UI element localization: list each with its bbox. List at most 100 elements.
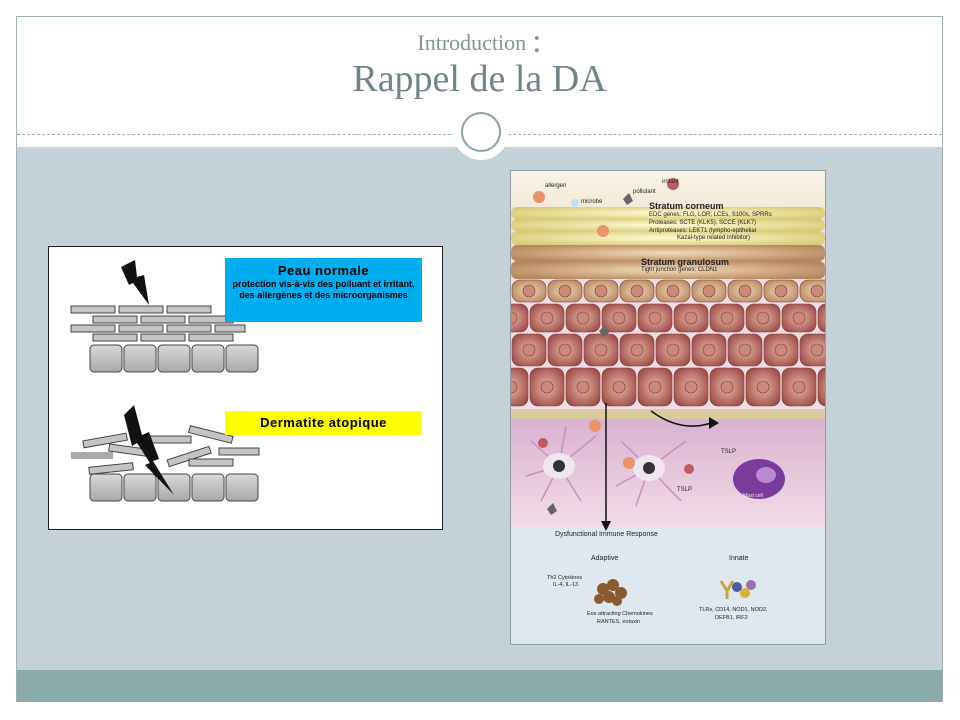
dendritic-cell-icon [525,425,597,502]
microbe-icon [571,199,579,207]
atopic-dermatitis-label: Dermatite atopique [225,411,422,435]
pollutant-icon [547,503,557,515]
label-il: IL-4, IL-13 [553,582,579,588]
eosinophil-cluster-icon [594,579,627,606]
cell-nucleus [720,380,734,394]
corneocyte [214,324,246,333]
corneocyte [118,324,164,333]
corneocyte [166,324,212,333]
label-irritant: irritant [662,179,679,185]
keratinocyte [817,367,825,407]
label-antiproteases-2: Kazal-type related inhibitor) [677,235,751,241]
label-allergen: allergen [545,183,567,189]
cell-nucleus [810,284,824,298]
keratinocyte [157,473,191,502]
cell-nucleus [558,343,572,357]
circle-ornament-icon [453,104,509,160]
receptor-icon [719,580,756,599]
atopic-basal-cells [89,473,259,502]
corneocyte [118,305,164,314]
label-th2-cytokines: Th2 Cytokines [547,575,583,581]
pollutant-icon [599,325,609,337]
lightning-bolt-icon [121,260,149,305]
label-tslp: TSLP [677,487,693,493]
corneocyte [166,305,212,314]
label-microbe: microbe [581,199,603,205]
corneocyte [140,333,186,342]
cell-nucleus [756,380,770,394]
label-antiproteases: Antiproteases: LEKT1 (lympho-epithelial [649,228,757,234]
cell-nucleus [774,284,788,298]
label-rantes: RANTES, eotaxin [597,619,641,625]
cell-nucleus [666,343,680,357]
cell-nucleus [648,380,662,394]
cell-nucleus [702,343,716,357]
label-mast-cell: Mast cell [743,493,763,499]
pollutant-icon [623,193,633,205]
keratinocyte [123,344,157,373]
keratinocyte [123,473,157,502]
footer-band [17,670,942,702]
corneocyte [82,432,128,449]
cell-nucleus [684,380,698,394]
keratinocyte [511,303,529,333]
corneocyte [218,447,260,456]
dendritic-cell-icon [615,440,687,507]
subtitle-colon: : [532,23,542,60]
allergen-icon [623,457,635,469]
cell-nucleus [648,311,662,325]
cell-nucleus [594,284,608,298]
subtitle-text: Introduction [417,30,527,55]
corneocyte [140,315,186,324]
allergen-icon [597,225,609,237]
circle-ring [461,112,501,152]
cell-nucleus [756,311,770,325]
arrow-down-icon [601,521,611,531]
stratum-corneum-layer [511,207,825,279]
label-eos-chemokines: Eos attracting Chemokines [587,611,653,617]
normal-basal-cells [89,344,259,373]
keratinocyte [817,303,825,333]
slide-subtitle: Introduction: [17,23,942,61]
label-tslp: TSLP [721,449,737,455]
cell-nucleus [522,343,536,357]
irritant-icon [684,464,694,474]
label-stratum-granulosum: Stratum granulosum [641,257,730,267]
slide-title: Rappel de la DA [352,58,607,100]
corneocyte [188,425,234,444]
cell-nucleus [720,311,734,325]
label-dysfunctional-immune-response: Dysfunctional Immune Response [555,531,658,538]
keratinocyte [157,344,191,373]
label-tight-junction: Tight junction genes: CLDN1 [641,267,718,273]
irritant-icon [538,438,548,448]
corneocyte [146,435,192,444]
normal-skin-title: Peau normale [277,263,370,278]
immune-response-panel [511,527,825,644]
cell-nucleus [558,284,572,298]
cell-nucleus [576,311,590,325]
keratinocyte [225,344,259,373]
epidermal-cell-rows [511,279,825,407]
cell-nucleus [540,311,554,325]
cell-nucleus [612,380,626,394]
irritant-icon [667,178,679,190]
cell-nucleus [630,284,644,298]
cell-nucleus [702,284,716,298]
label-proteases: Proteases: SCTE (KLK5), SCCE (KLK7) [649,220,757,226]
cell-nucleus [792,380,806,394]
corneocyte [188,458,234,467]
cell-nucleus [774,343,788,357]
label-edc-genes: EDC genes: FLG, LOR, LCEs, S100s, SPRRs [649,212,772,218]
keratinocyte [89,344,123,373]
cell-nucleus [511,380,518,394]
cell-nucleus [738,343,752,357]
label-tlrs: TLRs, CD14, NOD1, NOD2, [699,607,768,613]
cell-nucleus [810,343,824,357]
corneocyte [92,315,138,324]
label-innate: Innate [729,555,749,562]
keratinocyte [225,473,259,502]
normal-skin-label: Peau normale protection vis-à-vis des po… [225,258,422,322]
corneocyte-faded [71,452,113,459]
allergen-icon [533,191,545,203]
label-stratum-corneum: Stratum corneum [649,201,724,211]
